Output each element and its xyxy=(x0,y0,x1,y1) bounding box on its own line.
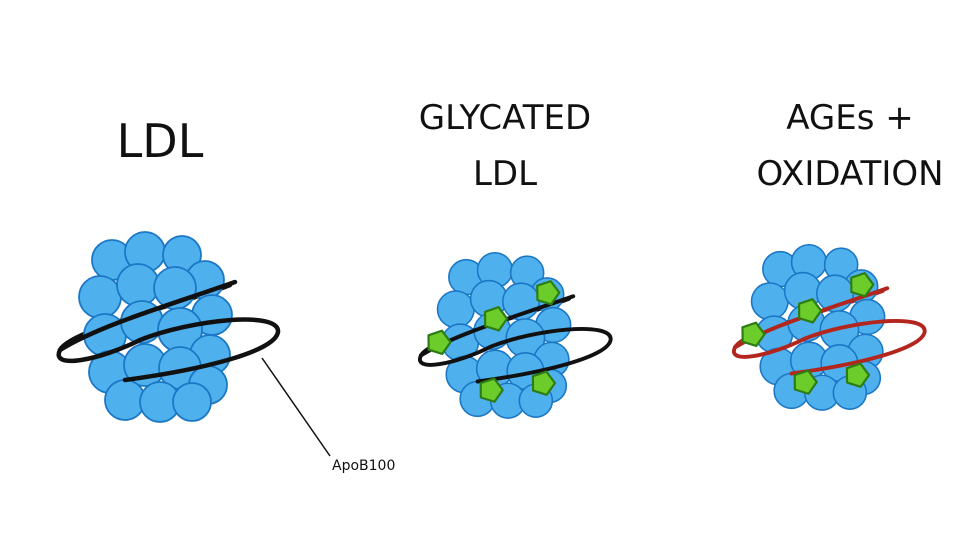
lipid-sphere xyxy=(750,282,789,321)
glycation-marker xyxy=(479,377,504,403)
glycation-marker xyxy=(741,321,766,348)
particle-3 xyxy=(731,243,927,411)
glycation-marker xyxy=(531,370,557,396)
glycated-ldl-title: GLYCATED LDL xyxy=(395,90,615,202)
glycation-marker xyxy=(536,280,561,306)
lipid-sphere xyxy=(78,275,122,319)
lipid-sphere xyxy=(116,263,160,307)
glycation-marker xyxy=(483,306,509,332)
lipid-sphere xyxy=(172,382,212,422)
glycation-marker xyxy=(845,362,871,388)
particle-2 xyxy=(417,251,613,419)
particles-layer xyxy=(56,231,927,423)
apob100-helix-front xyxy=(731,318,927,376)
ages-oxidation-title-line-1: AGEs + xyxy=(786,98,914,138)
ages-oxidation-title: AGEs + OXIDATION xyxy=(730,90,970,202)
apob100-helix-upper xyxy=(57,279,238,353)
particle-1 xyxy=(56,231,281,423)
apob100-helix-front xyxy=(417,326,613,384)
glycated-ldl-title-line-1: GLYCATED xyxy=(418,98,592,138)
ldl-title-line-1: LDL xyxy=(116,114,204,168)
glycation-marker xyxy=(797,298,823,324)
glycated-ldl-title-line-2: LDL xyxy=(472,154,538,194)
glycation-marker xyxy=(427,329,452,356)
glycation-marker xyxy=(793,369,818,395)
ldl-title: LDL xyxy=(95,115,225,168)
apob100-callout-label: ApoB100 xyxy=(332,458,395,474)
ages-oxidation-title-line-2: OXIDATION xyxy=(756,154,944,194)
lipid-sphere xyxy=(104,379,146,421)
lipid-sphere xyxy=(436,290,475,329)
apob100-callout: ApoB100 xyxy=(261,357,395,474)
apob100-helix-front xyxy=(56,317,281,383)
glycation-marker xyxy=(850,272,875,298)
apob100-callout-line xyxy=(261,357,331,457)
